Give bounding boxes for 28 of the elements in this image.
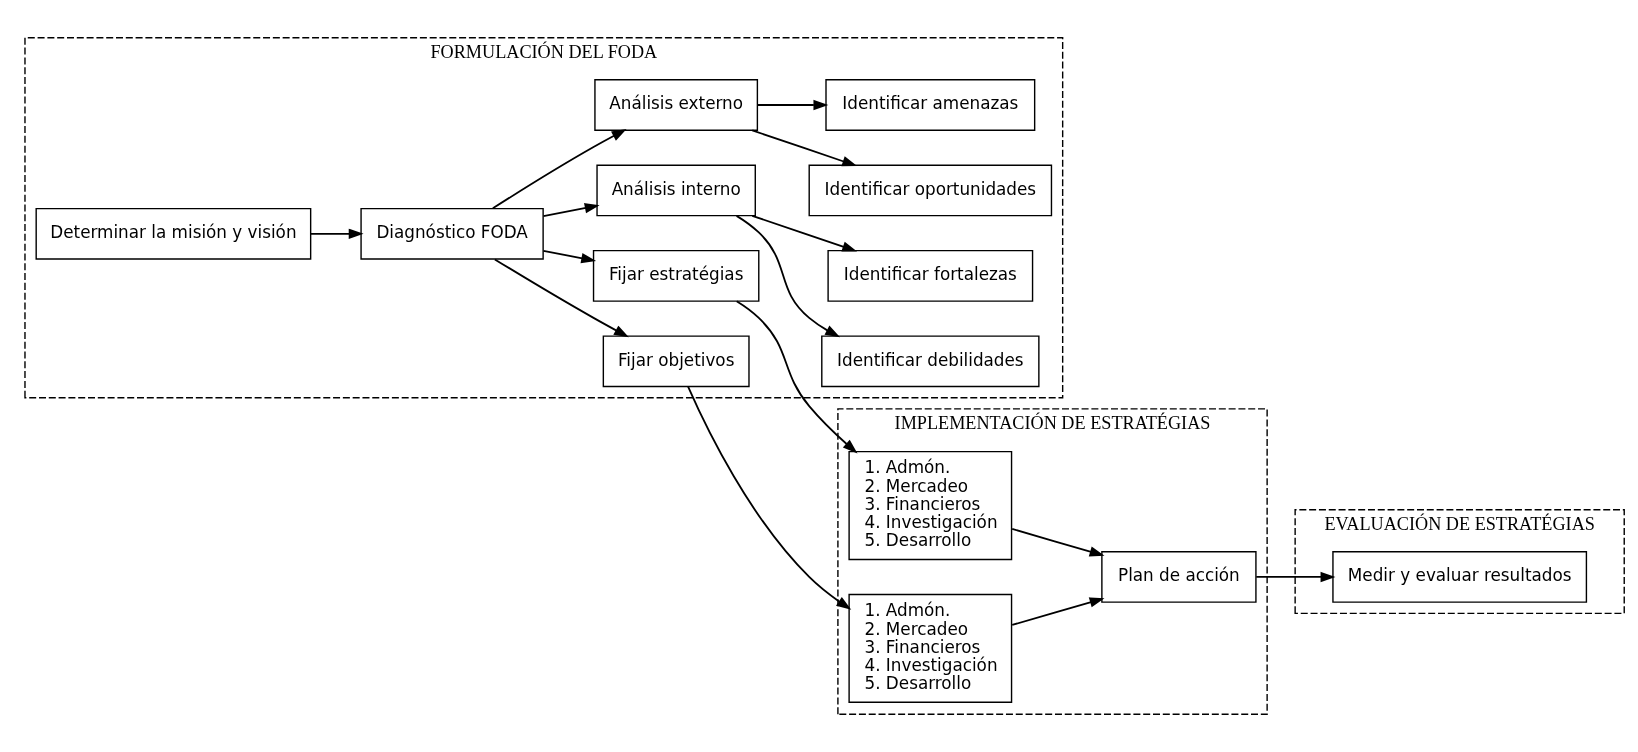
- arrow: [542, 250, 597, 264]
- node-box: Determinar la misión y visión: [35, 207, 312, 260]
- node-box: Diagnóstico FODA: [360, 207, 544, 260]
- arrow: [1011, 528, 1105, 557]
- arrow: [491, 129, 627, 210]
- arrow: [1011, 597, 1105, 626]
- arrow: [493, 258, 629, 338]
- node-box: Fijar objetivos: [602, 335, 750, 388]
- node-box: Análisis externo: [594, 79, 759, 131]
- node-box: Plan de acción: [1101, 551, 1257, 603]
- arrow: [687, 385, 852, 610]
- arrow: [542, 202, 600, 218]
- arrow: [751, 214, 858, 252]
- node-box: Fijar estratégias: [592, 249, 760, 302]
- arrow: [309, 228, 364, 240]
- arrow: [756, 99, 829, 111]
- node-box: Medir y evaluar resultados: [1332, 551, 1588, 603]
- arrow: [1255, 571, 1336, 583]
- node-box: Identificar amenazas: [825, 79, 1036, 131]
- arrow: [751, 129, 858, 167]
- node-box: 1. Admón. 2. Mercadeo 3. Financieros 4. Investigación 5. Desarrollo: [848, 450, 1013, 561]
- arrow: [735, 300, 858, 454]
- node-box: 1. Admón. 2. Mercadeo 3. Financieros 4. Investigación 5. Desarrollo: [848, 593, 1013, 703]
- node-box: Identificar oportunidades: [808, 164, 1053, 217]
- node-box: Identificar fortalezas: [827, 249, 1034, 302]
- node-box: Identificar debilidades: [821, 335, 1040, 388]
- node-box: Análisis interno: [596, 164, 756, 217]
- arrow: [735, 214, 841, 338]
